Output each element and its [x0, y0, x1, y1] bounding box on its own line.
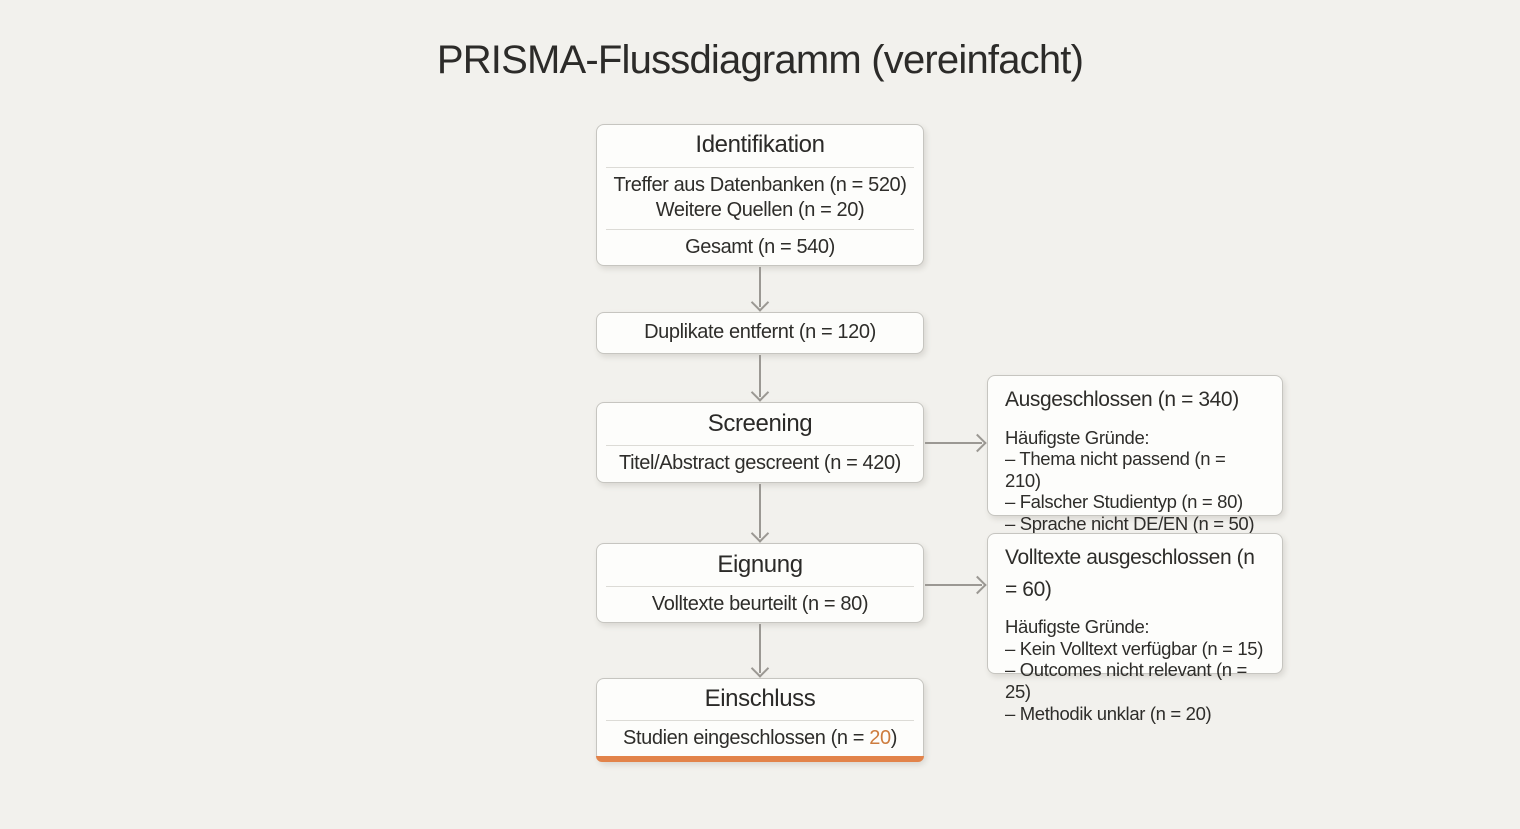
arrow-right-icon	[968, 575, 987, 595]
arrow-right-icon	[968, 433, 987, 453]
excluded-screening-header: Ausgeschlossen (n = 340)	[1005, 388, 1239, 411]
divider	[606, 228, 914, 230]
screening-body: Titel/Abstract gescreent (n = 420)	[619, 452, 901, 475]
excluded-screening-reason: – Sprache nicht DE/EN (n = 50)	[1005, 513, 1255, 535]
arrow-line	[759, 624, 761, 673]
divider	[606, 445, 914, 447]
excluded-screening-box: Ausgeschlossen (n = 340) Häufigste Gründ…	[987, 375, 1283, 534]
excluded-screening-reasons-title: Häufigste Gründe:	[1005, 426, 1150, 448]
excluded-fulltext-header: Volltexte ausgeschlossen (n = 60)	[1005, 546, 1255, 601]
arrow-down-icon	[750, 659, 770, 678]
included-box: Einschluss Studien eingeschlossen (n = 2…	[596, 678, 924, 762]
identification-total: Gesamt (n = 540)	[685, 235, 835, 258]
arrow-line	[925, 584, 982, 586]
excluded-screening-reason: – Thema nicht passend (n = 210)	[1005, 448, 1226, 491]
duplicates-removed-box: Duplikate entfernt (n = 120)	[596, 312, 924, 354]
arrow-duplicates-to-screening	[750, 355, 770, 402]
excluded-fulltext-reason: – Kein Volltext verfügbar (n = 15)	[1005, 637, 1264, 659]
arrow-screening-to-eligibility	[750, 484, 770, 543]
arrow-screening-to-excluded	[925, 433, 987, 453]
identification-box: Identifikation Treffer aus Datenbanken (…	[596, 124, 924, 266]
divider	[606, 166, 914, 168]
page-title: PRISMA-Flussdiagramm (vereinfacht)	[436, 38, 1084, 82]
excluded-fulltext-reason: – Outcomes nicht relevant (n = 25)	[1005, 659, 1247, 702]
screening-box: Screening Titel/Abstract gescreent (n = …	[596, 402, 924, 483]
arrow-down-icon	[750, 293, 770, 312]
included-header: Einschluss	[704, 685, 816, 712]
excluded-fulltext-reason: – Methodik unklar (n = 20)	[1005, 702, 1212, 724]
screening-header: Screening	[707, 410, 813, 437]
excluded-fulltext-reasons-title: Häufigste Gründe:	[1005, 616, 1150, 637]
excluded-fulltext-box: Volltexte ausgeschlossen (n = 60) Häufig…	[987, 533, 1283, 724]
eligibility-box: Eignung Volltexte beurteilt (n = 80)	[596, 543, 924, 623]
included-body: Studien eingeschlossen (n = 20)	[597, 726, 923, 752]
arrow-eligibility-to-included	[750, 624, 770, 678]
arrow-eligibility-to-fulltext-excluded	[925, 575, 987, 595]
included-count-highlight: 20	[869, 727, 891, 750]
identification-line-other-sources: Weitere Quellen (n = 20)	[655, 199, 865, 222]
arrow-identification-to-duplicates	[750, 267, 770, 312]
duplicates-removed-label: Duplikate entfernt (n = 120)	[644, 321, 876, 344]
arrow-line	[759, 355, 761, 397]
arrow-line	[759, 484, 761, 538]
eligibility-body: Volltexte beurteilt (n = 80)	[651, 592, 869, 615]
arrow-down-icon	[750, 524, 770, 543]
arrow-down-icon	[750, 383, 770, 402]
arrow-line	[759, 267, 761, 307]
divider	[606, 585, 914, 587]
included-body-prefix: Studien eingeschlossen (n =	[623, 727, 870, 750]
eligibility-header: Eignung	[717, 550, 803, 578]
included-accent-bar	[596, 756, 924, 762]
identification-line-databases: Treffer aus Datenbanken (n = 520)	[613, 173, 907, 196]
excluded-screening-reason: – Falscher Studientyp (n = 80)	[1005, 491, 1243, 513]
divider	[606, 720, 914, 722]
identification-header: Identifikation	[695, 131, 825, 159]
included-body-suffix: )	[890, 727, 898, 750]
arrow-line	[925, 442, 982, 444]
